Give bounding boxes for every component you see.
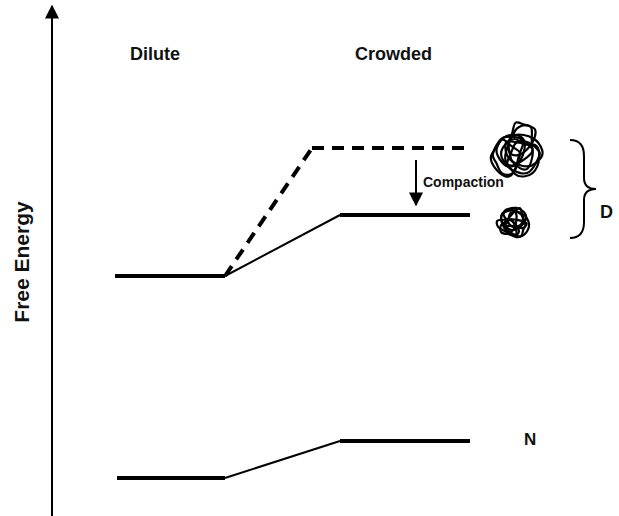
condition-label: Crowded — [355, 44, 432, 65]
axis-label: Free Energy — [10, 201, 34, 322]
dashed-connector — [225, 148, 312, 276]
crowded-d-level-expanded — [312, 146, 470, 150]
coil-strand — [501, 139, 539, 176]
dilute-n-level — [117, 476, 225, 480]
coil-strand — [505, 125, 532, 165]
compaction-arrow — [415, 160, 417, 205]
dilute-d-level — [115, 274, 225, 278]
brace — [570, 140, 596, 238]
crowded-n-level — [340, 439, 470, 443]
state-label: N — [524, 430, 536, 450]
coil-strand — [505, 208, 525, 228]
coil-strand — [501, 210, 516, 231]
solid-connector — [225, 215, 340, 276]
crowded-d-level-compact — [340, 213, 470, 217]
state-label: D — [600, 202, 613, 223]
energy-axis — [51, 6, 53, 516]
n-connector — [225, 441, 340, 478]
process-label: Compaction — [423, 174, 504, 190]
condition-label: Dilute — [130, 44, 180, 65]
coil-strand — [493, 137, 524, 175]
